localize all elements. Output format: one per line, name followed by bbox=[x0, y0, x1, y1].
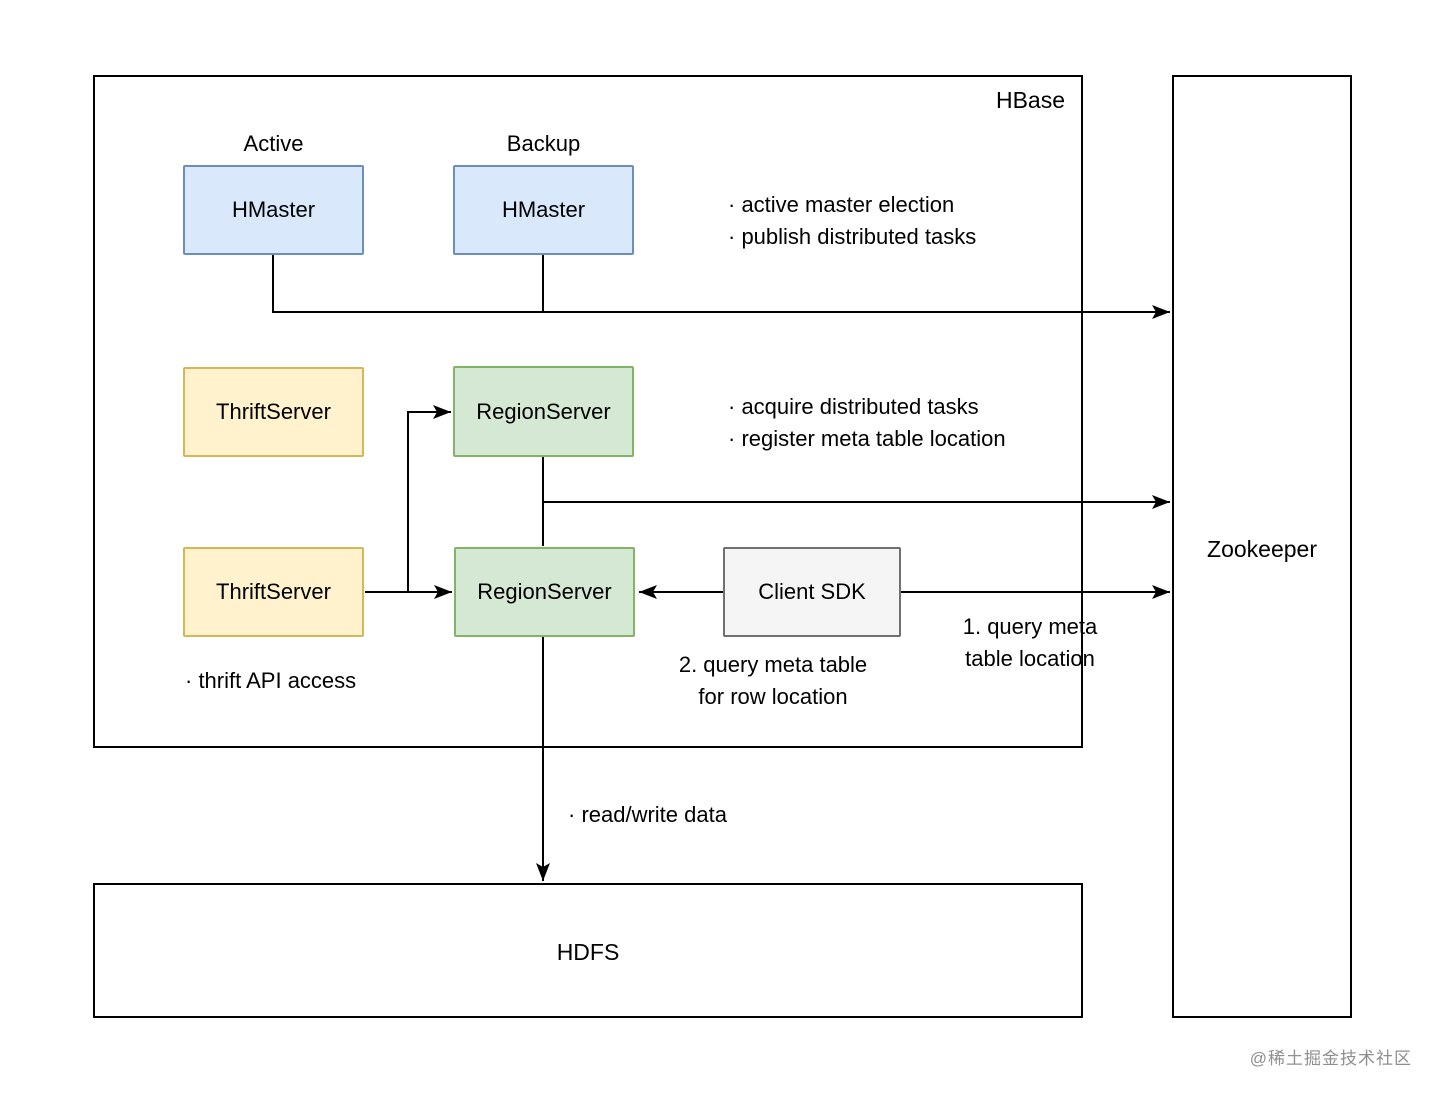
hmaster-active-label: HMaster bbox=[231, 197, 316, 222]
connector-hmasters-to-zookeeper bbox=[272, 255, 1170, 319]
watermark-text: @稀土掘金技术社区 bbox=[1249, 1049, 1412, 1068]
region-server-top-label: RegionServer bbox=[476, 398, 611, 424]
thrift-server-top-node: ThriftServer bbox=[183, 367, 364, 457]
annotation-region-tasks-line2: · register meta table location bbox=[728, 426, 1006, 451]
annotation-master-tasks-line2: · publish distributed tasks bbox=[728, 224, 977, 249]
hbase-container-box bbox=[93, 75, 1083, 748]
region-server-bottom-node: RegionServer bbox=[454, 547, 635, 637]
region-server-bottom-label: RegionServer bbox=[477, 579, 612, 604]
annotation-thrift-access: · thrift API access bbox=[185, 668, 357, 693]
annotation-query-meta-location-line1: 1. query meta bbox=[962, 614, 1098, 639]
thrift-server-bottom-label: ThriftServer bbox=[216, 579, 331, 604]
hdfs-box bbox=[93, 883, 1083, 1018]
annotation-region-tasks: · acquire distributed tasks · register m… bbox=[728, 391, 1006, 455]
annotation-master-tasks-line1: · active master election bbox=[728, 192, 955, 217]
annotation-read-write: · read/write data bbox=[568, 802, 727, 827]
hmaster-backup-node: HMaster bbox=[453, 165, 634, 255]
client-sdk-node: Client SDK bbox=[723, 547, 901, 637]
annotation-query-row-location-line2: for row location bbox=[698, 684, 848, 709]
zookeeper-title: Zookeeper bbox=[1207, 536, 1317, 562]
annotation-query-meta-location: 1. query meta table location bbox=[920, 611, 1140, 675]
annotation-query-row-location-line1: 2. query meta table bbox=[678, 652, 868, 677]
annotation-master-tasks: · active master election · publish distr… bbox=[728, 189, 976, 253]
zookeeper-box bbox=[1172, 75, 1352, 1018]
annotation-region-tasks-line1: · acquire distributed tasks bbox=[728, 394, 979, 419]
hmaster-backup-label: HMaster bbox=[501, 197, 586, 222]
annotation-query-row-location: 2. query meta table for row location bbox=[653, 649, 893, 713]
client-sdk-label: Client SDK bbox=[758, 579, 866, 604]
region-server-top-node: RegionServer bbox=[453, 366, 634, 457]
hmaster-active-role-label: Active bbox=[243, 131, 304, 156]
hmaster-active-node: HMaster bbox=[183, 165, 364, 255]
thrift-server-top-label: ThriftServer bbox=[216, 399, 331, 424]
hdfs-title: HDFS bbox=[556, 939, 620, 965]
hmaster-backup-role-label: Backup bbox=[506, 131, 581, 156]
connector-thrift-to-regionserver-top bbox=[407, 405, 451, 592]
annotation-query-meta-location-line2: table location bbox=[965, 646, 1095, 671]
thrift-server-bottom-node: ThriftServer bbox=[183, 547, 364, 637]
hbase-title: HBase bbox=[995, 87, 1065, 113]
